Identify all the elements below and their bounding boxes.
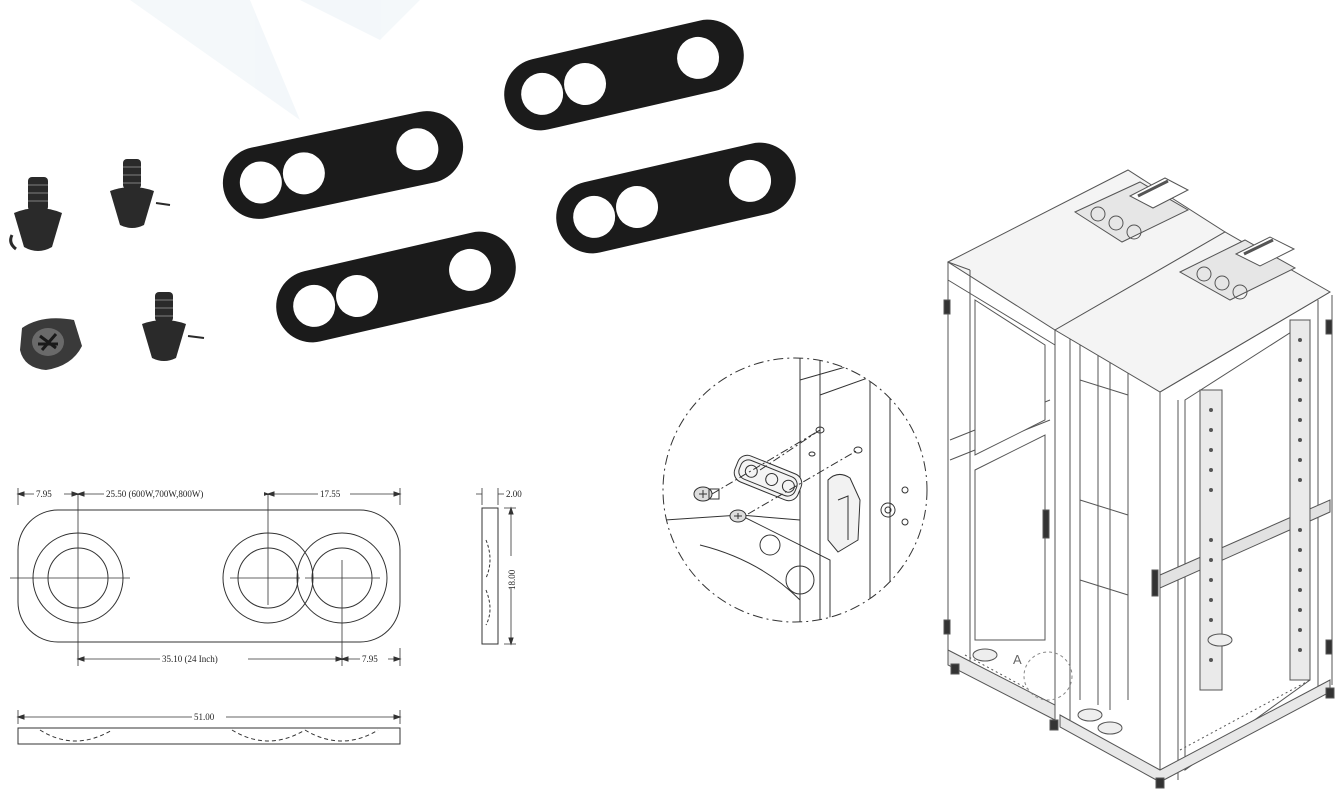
dim-mask-6 [505,556,517,588]
dim-pitch-bottom: 35.10 (24 Inch) [162,654,218,664]
rack-cabinet-left [943,169,1226,731]
coupling-plate-4 [556,142,796,254]
dim-edge-right-top: 17.55 [320,489,341,499]
dim-thickness: 2.00 [506,489,522,499]
dim-edge-left: 7.95 [36,489,52,499]
screw-4 [142,292,205,361]
dim-mask-7 [192,711,226,723]
screw-2 [110,159,171,228]
screw-3 [20,318,82,370]
detail-a-label: A [1013,652,1022,667]
detail-a-callout [662,357,928,623]
screw-set [9,159,205,370]
plate-top-view-drawing [10,488,402,666]
rack-cabinet-right [1054,231,1335,789]
coupling-plate-1 [222,111,464,219]
dim-mask-5 [360,653,388,665]
dim-mask-2 [104,488,264,500]
dim-pitch-top: 25.50 (600W,700W,800W) [106,489,203,499]
rack-cabinet-pair [943,169,1335,789]
dim-mask-4 [160,653,248,665]
dim-height: 18.00 [507,569,517,590]
plate-side-view-drawing [476,488,516,646]
coupling-plate-2 [504,19,744,131]
background-sheen [130,0,420,120]
dim-mask-3 [318,488,350,500]
dim-mask-1 [34,488,64,500]
dim-overall-length: 51.00 [194,712,215,722]
screw-1 [9,177,62,251]
detail-a-marker [1023,651,1073,701]
dim-edge-right-bottom: 7.95 [362,654,378,664]
coupling-plate-3 [276,231,516,343]
